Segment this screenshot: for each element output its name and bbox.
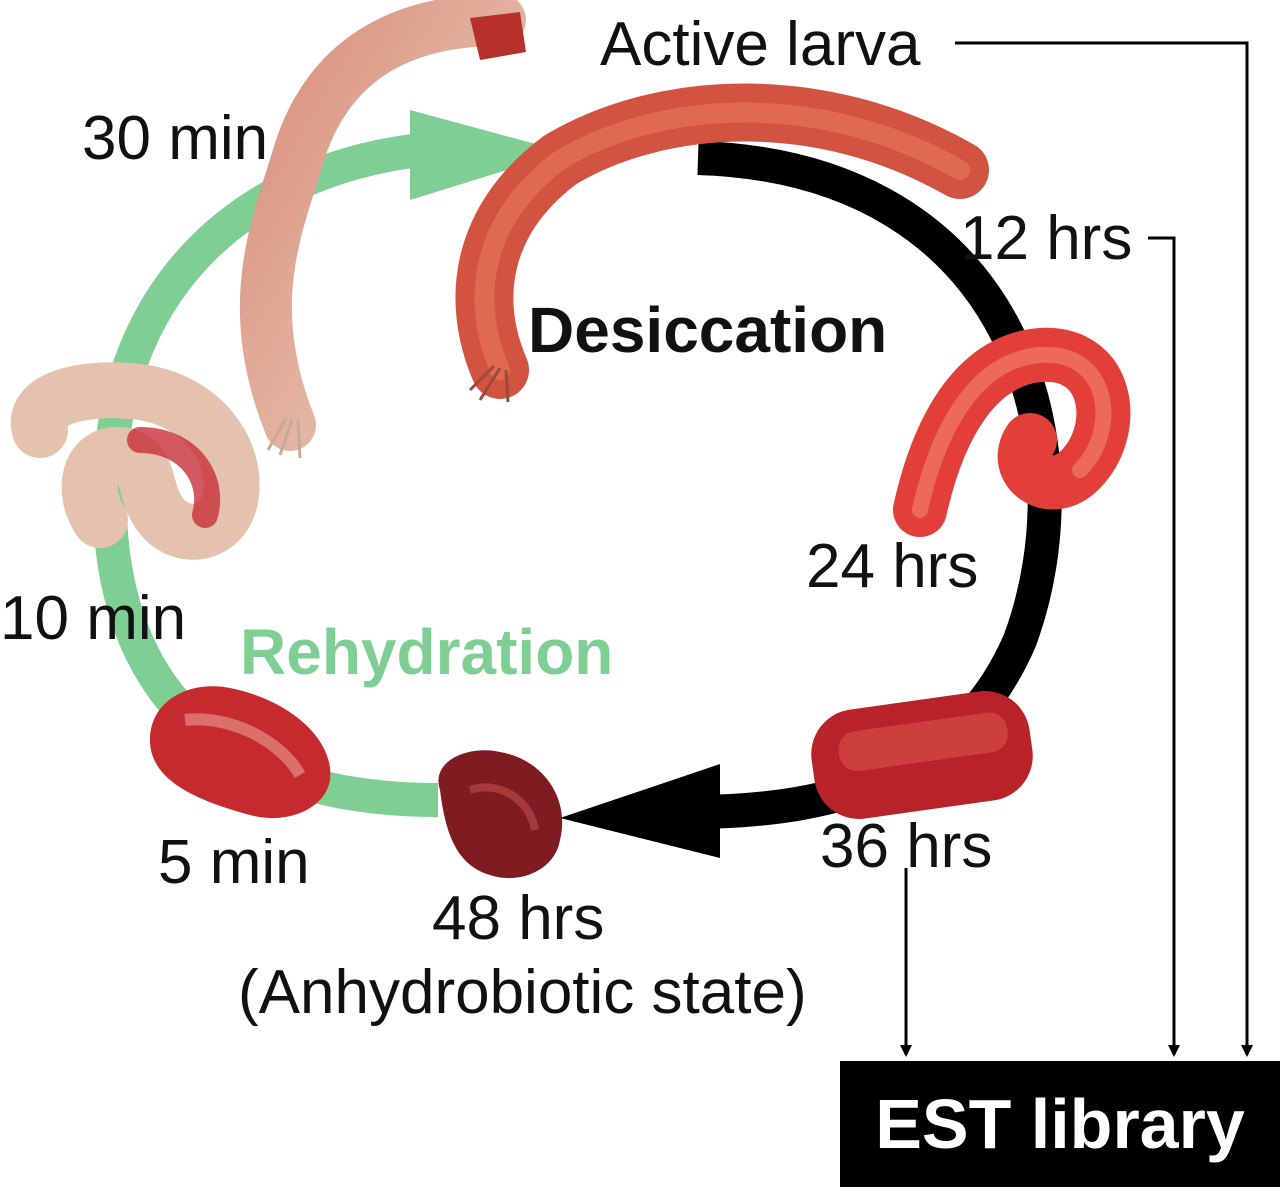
larva-30-min: [239, 0, 526, 459]
larva-48-hrs: [438, 750, 563, 879]
phase-label-rehydration: Rehydration: [240, 616, 614, 688]
stage-label-36-hrs: 36 hrs: [820, 812, 993, 881]
connector-active-larva: [955, 41, 1253, 1057]
desiccation-arrowhead: [560, 764, 720, 858]
larva-active: [455, 83, 989, 403]
larva-5-min: [150, 686, 331, 819]
stage-label-30-min: 30 min: [82, 104, 269, 173]
stage-label-48-hrs: 48 hrs: [432, 884, 605, 953]
stage-label-12-hrs: 12 hrs: [960, 204, 1133, 273]
stage-label-active-larva: Active larva: [600, 10, 921, 79]
larva-10-min: [10, 362, 260, 560]
stage-label-anhydrobiotic-state: (Anhydrobiotic state): [238, 958, 807, 1027]
connector-12-hrs: [1148, 236, 1180, 1057]
rehydration-arrowhead: [410, 110, 565, 200]
stage-label-24-hrs: 24 hrs: [806, 532, 979, 601]
larva-24-hrs: [893, 327, 1131, 537]
phase-label-desiccation: Desiccation: [528, 294, 888, 366]
larva-36-hrs: [811, 691, 1033, 819]
stage-label-10-min: 10 min: [0, 584, 187, 653]
est-library-box: EST library: [840, 1061, 1280, 1187]
stage-label-5-min: 5 min: [158, 828, 310, 897]
est-library-label: EST library: [875, 1085, 1245, 1163]
